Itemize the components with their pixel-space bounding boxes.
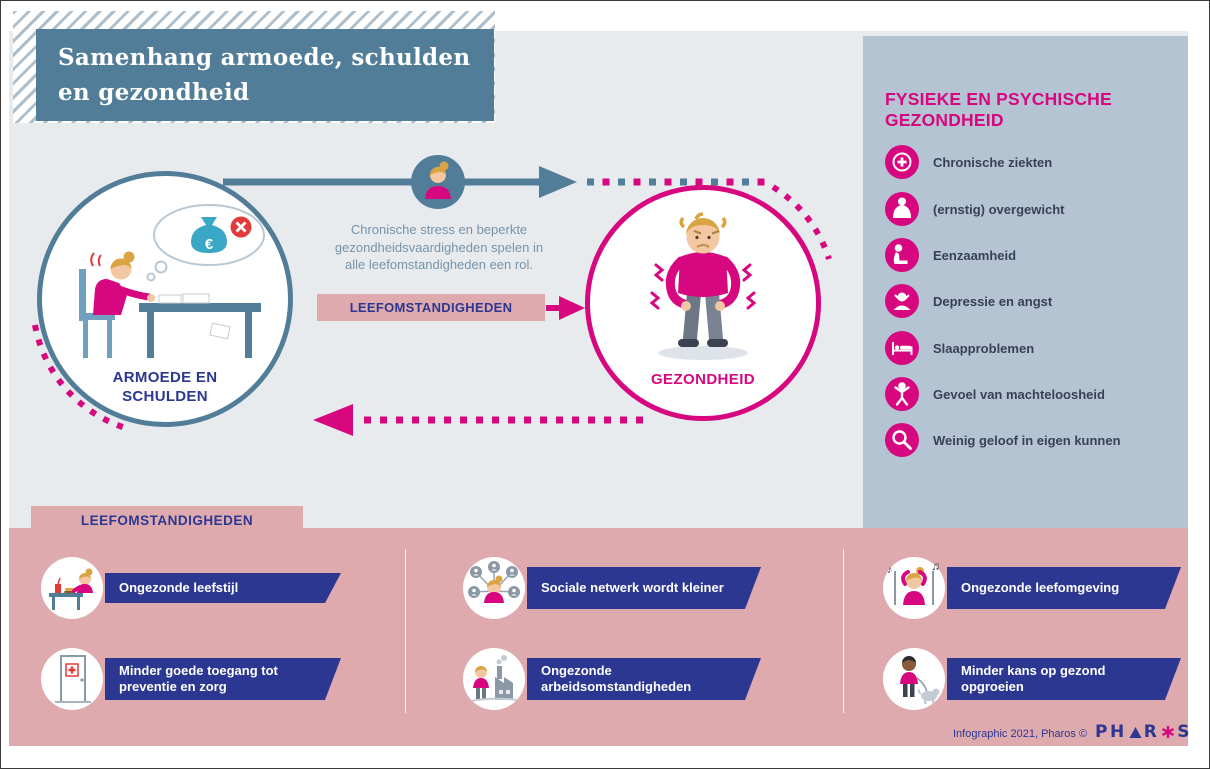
center-tag: LEEFOMSTANDIGHEDEN [317,294,545,321]
condition-label: Sociale netwerk wordt kleiner [541,579,724,595]
conditions-panel [9,528,1188,746]
sidebar-item: Depressie en angst [885,283,1052,319]
chronic-disease-icon [885,145,919,179]
sidebar-item-label: Weinig geloof in eigen kunnen [933,432,1121,448]
sidebar-item: Eenzaamheid [885,237,1016,273]
person-badge-icon [411,155,465,209]
poverty-scene-illustration: € [79,204,265,358]
condition-banner: Ongezonde leefomgeving [947,567,1181,609]
work-conditions-icon [463,648,525,710]
sidebar-item-label: (ernstig) overgewicht [933,201,1065,217]
column-divider [405,549,406,713]
sleep-problems-icon [885,331,919,365]
health-circle-label: GEZONDHEID [650,371,755,388]
condition-label: Ongezonde leefomgeving [961,579,1120,595]
condition-label: Ongezonde arbeidsomstandigheden [541,662,692,694]
footer-credit: Infographic 2021, Pharos © [953,728,1088,740]
condition-label: Minder kans op gezond opgroeien [961,662,1106,694]
sidebar-item-label: Slaapproblemen [933,340,1035,356]
self-confidence-icon [885,423,919,457]
svg-text:♪: ♪ [887,564,893,576]
condition-banner: Ongezonde leefstijl [105,573,341,603]
triangle-icon [1129,726,1142,738]
health-scene-illustration [649,212,757,360]
depression-icon [885,284,919,318]
condition-banner: Minder kans op gezond opgroeien [947,658,1181,700]
sidebar-item: Gevoel van machteloosheid [885,376,1105,412]
sidebar-item: Weinig geloof in eigen kunnen [885,422,1121,458]
sidebar-item: Slaapproblemen [885,330,1034,366]
sidebar-item: Chronische ziekten [885,144,1052,180]
sidebar-item-label: Chronische ziekten [933,154,1053,170]
logo-text: PH [1095,722,1127,742]
unhealthy-lifestyle-icon [41,557,103,619]
poverty-circle-label: ARMOEDE EN SCHULDEN [112,369,218,405]
page-title-line1: Samenhang armoede, schulden [58,44,471,71]
condition-label: Ongezonde leefstijl [119,579,239,595]
sidebar-item: (ernstig) overgewicht [885,191,1064,227]
care-access-icon [41,648,103,710]
sidebar-item-label: Gevoel van machteloosheid [933,386,1105,402]
overweight-icon [885,192,919,226]
social-network-icon [463,557,525,619]
condition-banner: Sociale netwerk wordt kleiner [527,567,761,609]
svg-text:€: € [205,236,214,253]
red-cross-icon [230,216,252,238]
loneliness-icon [885,238,919,272]
growing-up-icon [883,648,945,710]
money-bag-icon: € [191,217,227,253]
page-title: Samenhang armoede, schulden en gezondhei… [36,29,494,121]
condition-banner: Ongezonde arbeidsomstandigheden [527,658,761,700]
logo-text: S [1177,722,1193,742]
condition-banner: Minder goede toegang tot preventie en zo… [105,658,341,700]
star-icon [1162,726,1175,738]
center-note: Chronische stress en beperkte gezondheid… [334,222,544,273]
logo-text: R [1143,722,1160,742]
sidebar-title: FYSIEKE EN PSYCHISCHE GEZONDHEID [885,89,1112,130]
pharos-logo: PH R S [1095,722,1192,742]
living-environment-icon: ♪ ♫ [883,557,945,619]
condition-label: Minder goede toegang tot preventie en zo… [119,662,278,694]
conditions-tab: LEEFOMSTANDIGHEDEN [31,506,303,534]
page-title-line2: en gezondheid [58,78,250,106]
shiver-marks [649,263,757,310]
sidebar-item-label: Depressie en angst [933,293,1053,309]
svg-text:♫: ♫ [931,559,940,573]
column-divider [843,549,844,713]
sidebar-item-label: Eenzaamheid [933,247,1017,263]
powerlessness-icon [885,377,919,411]
